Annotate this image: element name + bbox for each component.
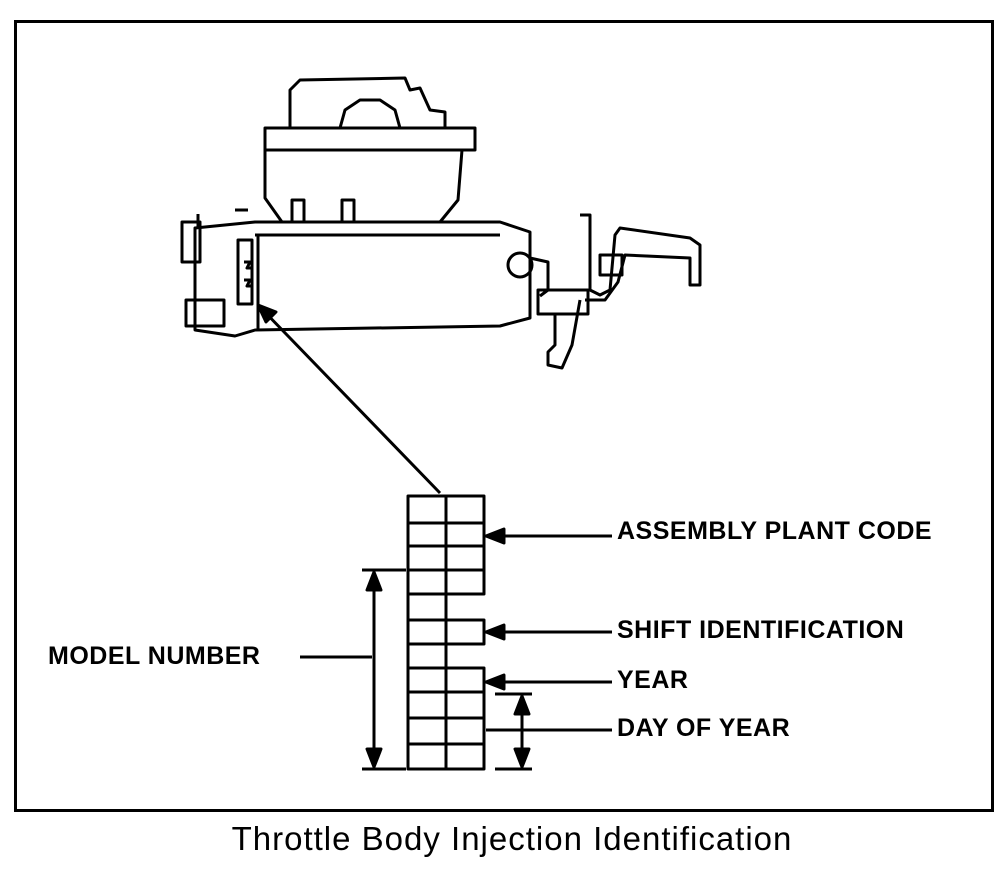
- code-boxes: [406, 494, 486, 771]
- year-label: YEAR: [617, 666, 689, 694]
- assembly-plant-code-label: ASSEMBLY PLANT CODE: [617, 517, 933, 545]
- leader-lines: [300, 527, 612, 771]
- pointer-arrow: [256, 303, 442, 495]
- shift-identification-label: SHIFT IDENTIFICATION: [617, 616, 905, 644]
- model-number-label: MODEL NUMBER: [48, 642, 261, 670]
- figure-caption: Throttle Body Injection Identification: [231, 820, 793, 857]
- day-of-year-label: DAY OF YEAR: [617, 714, 791, 742]
- throttle-body-illustration: [180, 76, 702, 370]
- figure-frame: [14, 20, 994, 812]
